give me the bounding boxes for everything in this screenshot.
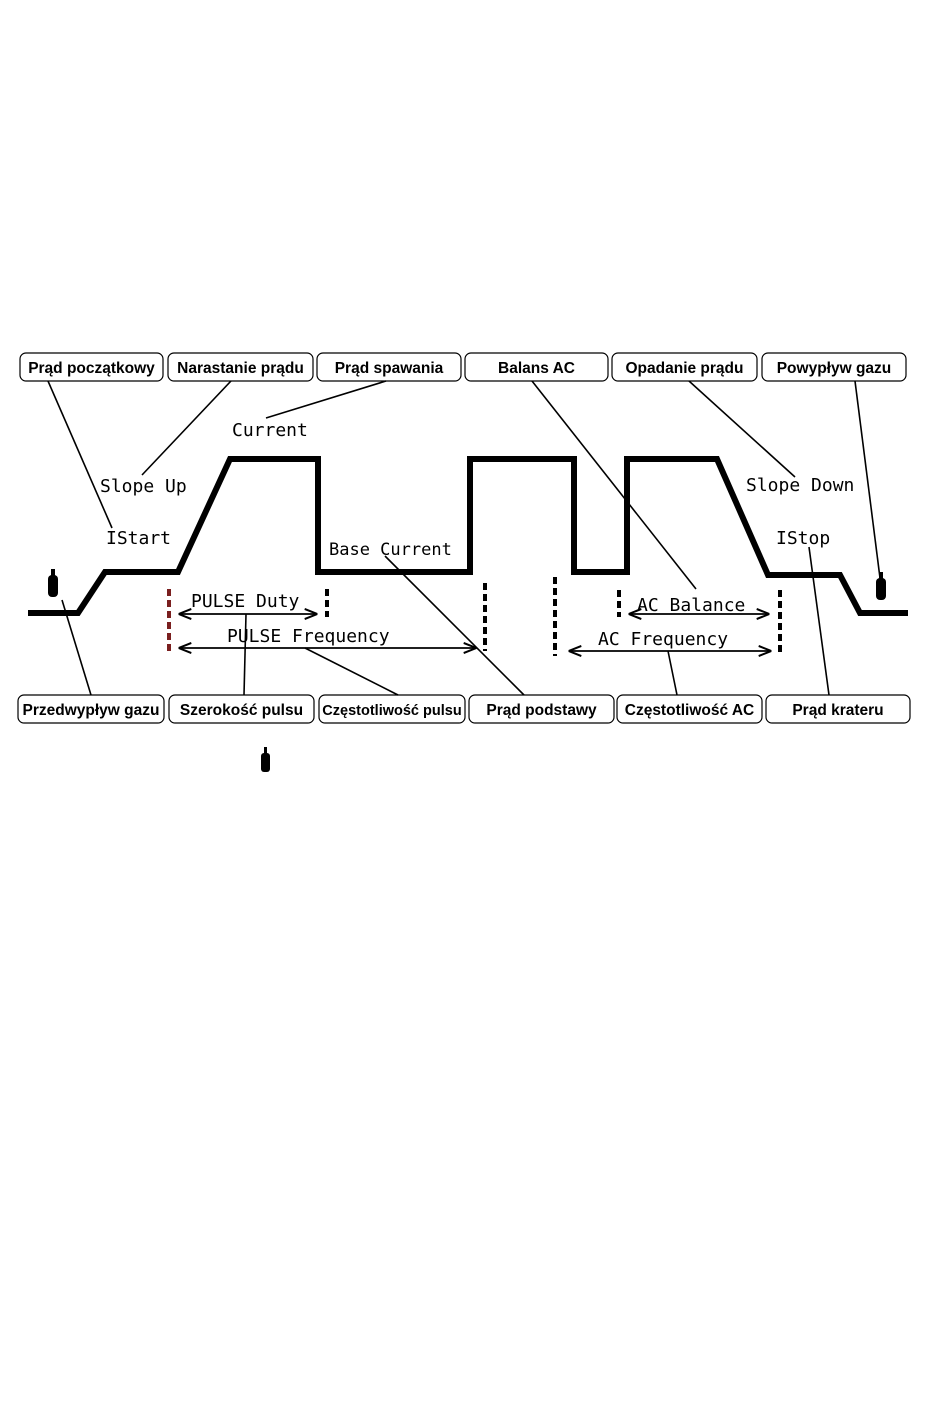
istart-label: IStart bbox=[106, 528, 171, 549]
istop-label: IStop bbox=[776, 528, 830, 549]
label-box-szerokosc-pulsu: Szerokość pulsu bbox=[169, 695, 314, 723]
label-opadanie-pradu: Opadanie prądu bbox=[626, 360, 744, 377]
label-box-prad-spawania: Prąd spawania bbox=[317, 353, 461, 381]
label-box-czestotliwosc-pulsu: Częstotliwość pulsu bbox=[319, 695, 465, 723]
label-box-powyplyw-gazu: Powypływ gazu bbox=[762, 353, 906, 381]
label-prad-poczatkowy: Prąd początkowy bbox=[28, 360, 155, 377]
label-box-przedwyplyw-gazu: Przedwypływ gazu bbox=[18, 695, 164, 723]
label-box-prad-podstawy: Prąd podstawy bbox=[469, 695, 614, 723]
ac-frequency-label: AC Frequency bbox=[598, 629, 728, 650]
label-box-balans-ac: Balans AC bbox=[465, 353, 608, 381]
label-box-opadanie-pradu: Opadanie prądu bbox=[612, 353, 757, 381]
label-prad-podstawy: Prąd podstawy bbox=[486, 702, 597, 719]
current-label: Current bbox=[232, 420, 308, 441]
label-powyplyw-gazu: Powypływ gazu bbox=[777, 360, 892, 377]
label-box-prad-poczatkowy: Prąd początkowy bbox=[20, 353, 163, 381]
label-narastanie-pradu: Narastanie prądu bbox=[177, 360, 304, 377]
label-box-narastanie-pradu: Narastanie prądu bbox=[168, 353, 313, 381]
label-szerokosc-pulsu: Szerokość pulsu bbox=[180, 702, 303, 719]
label-box-prad-krateru: Prąd krateru bbox=[766, 695, 910, 723]
label-prad-krateru: Prąd krateru bbox=[792, 702, 883, 719]
slope-up-label: Slope Up bbox=[100, 476, 187, 497]
base-current-label: Base Current bbox=[329, 540, 452, 560]
label-czestotliwosc-pulsu: Częstotliwość pulsu bbox=[322, 703, 461, 719]
gas-torch-icon bbox=[261, 747, 270, 772]
label-czestotliwosc-ac: Częstotliwość AC bbox=[625, 702, 754, 719]
label-box-czestotliwosc-ac: Częstotliwość AC bbox=[617, 695, 762, 723]
gas-torch-icon bbox=[876, 572, 886, 600]
label-prad-spawania: Prąd spawania bbox=[335, 360, 444, 377]
pulse-duty-label: PULSE Duty bbox=[191, 591, 300, 612]
pulse-frequency-label: PULSE Frequency bbox=[227, 626, 390, 647]
label-balans-ac: Balans AC bbox=[498, 360, 575, 377]
gas-torch-icon bbox=[48, 569, 58, 597]
label-przedwyplyw-gazu: Przedwypływ gazu bbox=[23, 702, 160, 719]
slope-down-label: Slope Down bbox=[746, 475, 854, 496]
ac-balance-label: AC Balance bbox=[637, 595, 745, 616]
